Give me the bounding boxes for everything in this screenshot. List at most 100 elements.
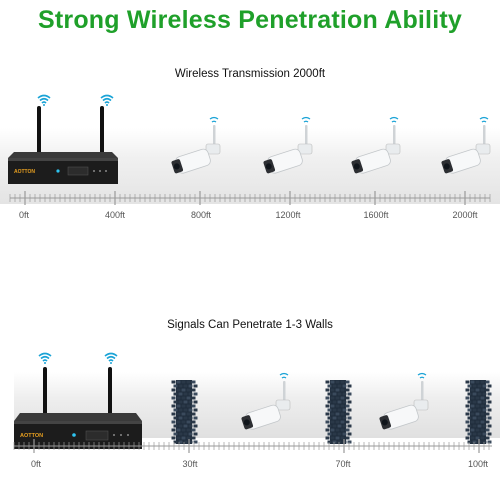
ruler-label: 70ft (335, 459, 351, 469)
wall-brick (325, 404, 330, 408)
wall-brick (186, 380, 191, 384)
wall-brick (335, 420, 340, 424)
wall-brick (347, 424, 352, 428)
wall-brick (485, 412, 490, 416)
wall-brick (193, 392, 198, 396)
wall-brick (325, 412, 330, 416)
wall-brick (191, 404, 196, 408)
wall-brick (467, 400, 472, 404)
wall-brick (193, 432, 198, 436)
wall-brick (178, 440, 183, 444)
wall-brick (470, 380, 475, 384)
wall-brick (183, 384, 188, 388)
wall-brick (173, 392, 178, 396)
wall-brick (191, 380, 196, 384)
wall-brick (467, 392, 472, 396)
wall-brick (340, 388, 345, 392)
wall-brick (485, 428, 490, 432)
wall-brick (347, 384, 352, 388)
wifi-icon (38, 352, 52, 364)
nvr-recorder: AOTTON (14, 367, 142, 449)
wall-brick (181, 396, 186, 400)
wall-brick (470, 420, 475, 424)
wall-brick (193, 424, 198, 428)
nvr-brand-label: AOTTON (20, 433, 43, 439)
wall-brick (173, 384, 178, 388)
wall-brick (487, 408, 492, 412)
wall-brick (330, 396, 335, 400)
wall-brick (347, 440, 352, 444)
ruler-label: 30ft (182, 459, 198, 469)
wall-brick (467, 416, 472, 420)
wall-brick (337, 384, 342, 388)
wall-brick (171, 396, 176, 400)
wall-brick (188, 424, 193, 428)
wall-brick (325, 396, 330, 400)
ruler-label: 800ft (190, 210, 212, 220)
wall-brick (347, 432, 352, 436)
wall-brick (482, 440, 487, 444)
wall-icon (171, 380, 198, 444)
wall-brick (465, 428, 470, 432)
wall-brick (188, 416, 193, 420)
wall-brick (332, 400, 337, 404)
wall-brick (342, 408, 347, 412)
wall-brick (340, 412, 345, 416)
distance-ruler (13, 439, 492, 453)
wall-brick (332, 408, 337, 412)
wall-brick (181, 428, 186, 432)
ruler-label: 400ft (104, 210, 126, 220)
wall-brick (480, 388, 485, 392)
wall-brick (181, 436, 186, 440)
wall-brick (193, 416, 198, 420)
wall-brick (183, 400, 188, 404)
wall-brick (475, 428, 480, 432)
wall-brick (178, 432, 183, 436)
wall-brick (472, 384, 477, 388)
wall-brick (173, 400, 178, 404)
wall-brick (472, 408, 477, 412)
wall-brick (340, 428, 345, 432)
wall-brick (342, 424, 347, 428)
wall-brick (342, 416, 347, 420)
wifi-icon (37, 94, 51, 106)
wall-brick (176, 396, 181, 400)
wall-brick (340, 404, 345, 408)
wall-brick (181, 420, 186, 424)
wall-brick (342, 400, 347, 404)
wall-brick (480, 380, 485, 384)
wall-brick (327, 408, 332, 412)
wall-brick (173, 424, 178, 428)
ruler-label: 2000ft (452, 210, 478, 220)
wall-brick (183, 416, 188, 420)
wall-brick (337, 408, 342, 412)
nvr-recorder: AOTTON (8, 106, 118, 184)
wall-brick (327, 392, 332, 396)
wall-brick (332, 416, 337, 420)
wall-brick (335, 436, 340, 440)
wall-brick (465, 404, 470, 408)
wall-brick (470, 404, 475, 408)
wall-brick (186, 388, 191, 392)
wall-brick (178, 384, 183, 388)
wall-brick (178, 408, 183, 412)
wall-brick (193, 408, 198, 412)
wall-brick (487, 392, 492, 396)
wall-brick (173, 408, 178, 412)
wall-brick (342, 432, 347, 436)
wall-brick (176, 420, 181, 424)
ruler-label: 1600ft (363, 210, 389, 220)
wall-brick (325, 420, 330, 424)
wall-brick (465, 388, 470, 392)
wall-brick (171, 388, 176, 392)
wall-brick (472, 440, 477, 444)
wall-brick (325, 428, 330, 432)
wall-brick (337, 392, 342, 396)
wall-brick (188, 408, 193, 412)
wall-brick (470, 436, 475, 440)
wall-brick (171, 428, 176, 432)
wall-brick (477, 432, 482, 436)
wall-brick (340, 396, 345, 400)
wall-brick (330, 436, 335, 440)
camera-icon (379, 372, 429, 430)
